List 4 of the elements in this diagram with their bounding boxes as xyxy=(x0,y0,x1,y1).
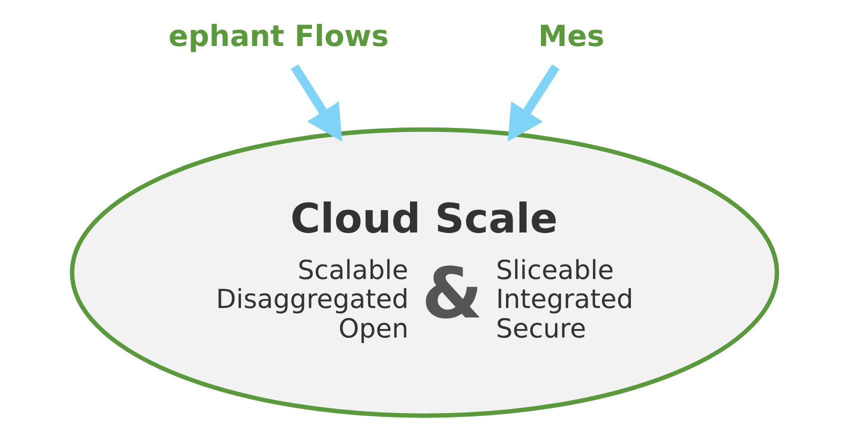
arrow xyxy=(508,64,560,142)
node-text: Mes xyxy=(538,19,604,54)
arrow xyxy=(290,64,342,142)
node-text: ephant Flows xyxy=(168,19,389,54)
